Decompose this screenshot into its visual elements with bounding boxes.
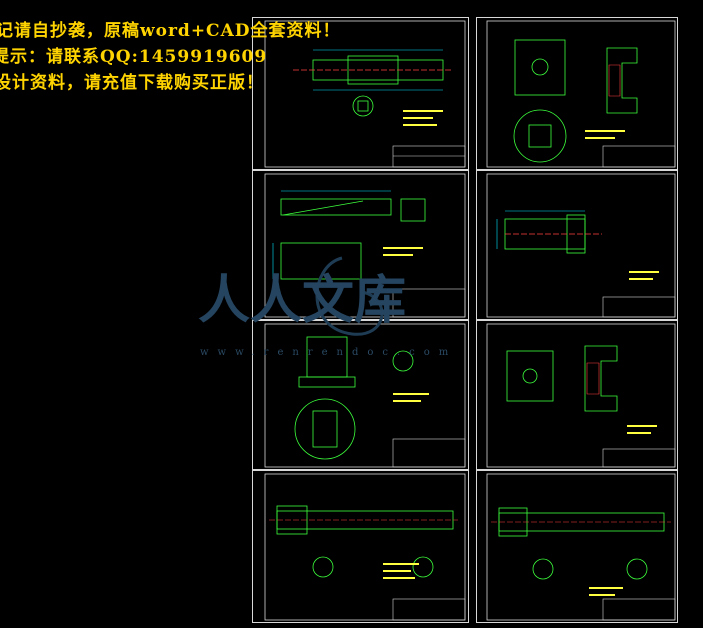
drawing-sheet-5[interactable] — [252, 320, 469, 470]
drawing-sheet-4[interactable] — [476, 170, 678, 320]
shaft-drawing — [264, 473, 466, 621]
shaft-drawing — [264, 20, 466, 168]
plate-drawing — [264, 173, 466, 318]
drawing-sheet-3[interactable] — [252, 170, 469, 320]
banner-line-1: 记请自抄袭，原稿word+CAD全套资料！ — [0, 21, 341, 41]
shaft-drawing — [486, 473, 676, 621]
drawing-sheet-1[interactable] — [252, 17, 469, 170]
sleeve-drawing — [486, 173, 676, 318]
bracket-drawing — [486, 20, 676, 168]
drawing-sheet-7[interactable] — [252, 470, 469, 623]
watermark-url: www.renrendoc.com — [200, 347, 458, 358]
drawing-sheet-2[interactable] — [476, 17, 678, 170]
drawing-sheet-8[interactable] — [476, 470, 678, 623]
bracket-drawing — [486, 323, 676, 468]
banner-line-2: 提示：请联系QQ:1459919609 — [0, 47, 268, 67]
drawing-sheet-6[interactable] — [476, 320, 678, 470]
banner-line-3: 设计资料，请充值下载购买正版！ — [0, 73, 264, 93]
flange-drawing — [264, 323, 466, 468]
